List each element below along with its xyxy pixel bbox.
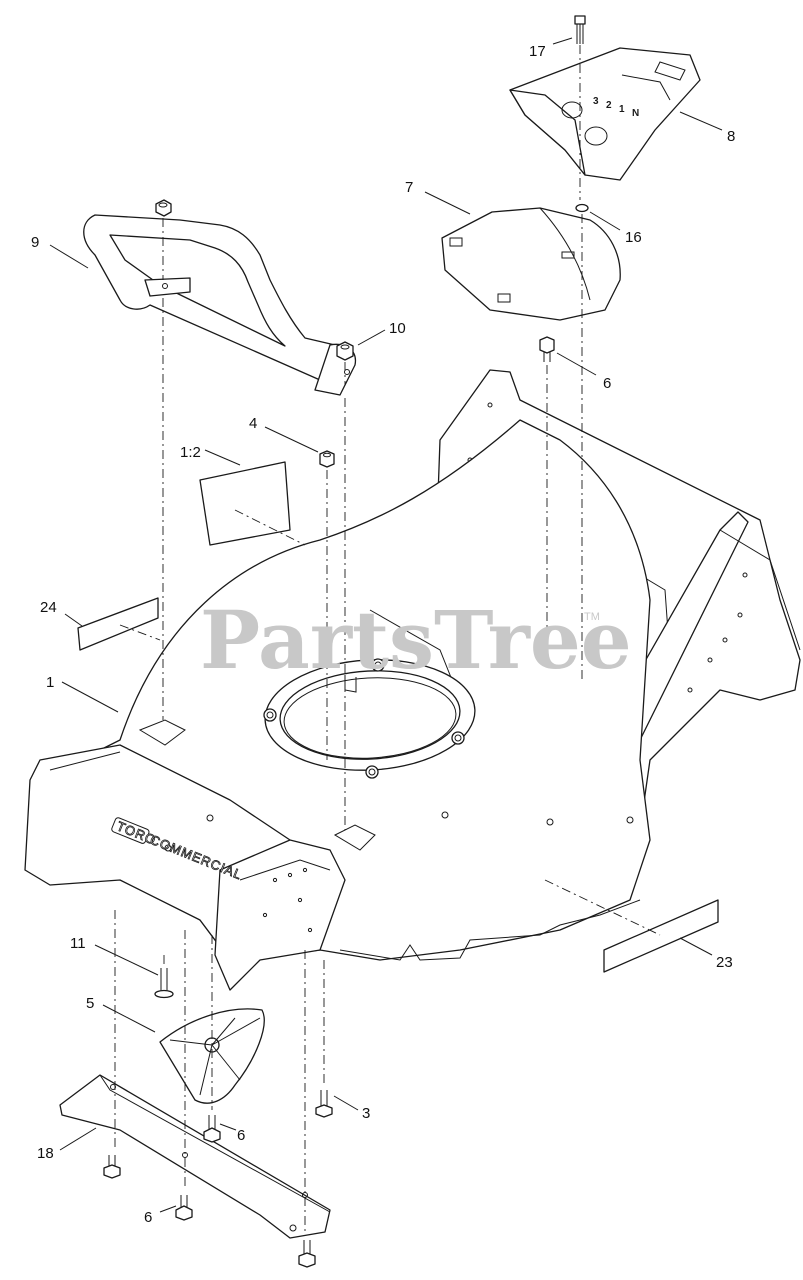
gear-mark-3: 3 xyxy=(593,96,599,107)
bolt-6-mid-icon xyxy=(203,1115,221,1143)
gear-markings: 3 2 1 N xyxy=(593,96,639,119)
callout-6-bottom: 6 xyxy=(144,1209,152,1226)
callout-6-mid: 6 xyxy=(237,1127,245,1144)
callout-5: 5 xyxy=(86,995,94,1012)
bolt-6-bottom-icon xyxy=(175,1195,193,1221)
callout-17: 17 xyxy=(529,43,546,60)
bolt-17-icon xyxy=(574,15,586,44)
handle-bar xyxy=(83,214,357,396)
callout-6-top: 6 xyxy=(603,375,611,392)
watermark-text: PartsTree xyxy=(200,593,632,687)
watermark-trademark: TM xyxy=(584,611,600,623)
callout-24: 24 xyxy=(40,599,57,616)
gear-mark-n: N xyxy=(632,108,639,119)
assembly-center-lines xyxy=(114,45,661,1235)
callout-4: 4 xyxy=(249,415,257,432)
watermark: PartsTree TM xyxy=(200,593,632,687)
shift-cover-8: 3 2 1 N xyxy=(509,47,701,181)
nut-4-icon xyxy=(319,450,335,468)
washer-16-icon xyxy=(575,203,589,213)
decal-24 xyxy=(77,597,159,651)
bolt-left-icon xyxy=(103,1155,121,1179)
gear-mark-2: 2 xyxy=(606,100,612,111)
fasteners xyxy=(103,15,589,1268)
bolt-6-top-icon xyxy=(539,336,555,362)
nut-9-icon xyxy=(155,199,172,217)
callout-9: 9 xyxy=(31,234,39,251)
rear-cover-7 xyxy=(441,207,621,321)
callouts: 17 8 7 16 9 10 6 4 1:2 24 1 11 5 3 6 18 xyxy=(31,37,735,1226)
callout-16: 16 xyxy=(625,229,642,246)
bolt-bottom-right-icon xyxy=(298,1240,316,1268)
callout-11: 11 xyxy=(70,935,86,952)
callout-23: 23 xyxy=(716,954,733,971)
callout-8: 8 xyxy=(727,128,735,145)
callout-3: 3 xyxy=(362,1105,370,1122)
decal-1-2 xyxy=(199,461,291,546)
callout-10: 10 xyxy=(389,320,406,337)
bolt-11-icon xyxy=(154,968,174,999)
mower-deck xyxy=(24,369,801,991)
callout-1-2: 1:2 xyxy=(180,444,201,461)
decal-23 xyxy=(603,899,719,973)
callout-18: 18 xyxy=(37,1145,54,1162)
nut-10-icon xyxy=(336,341,354,361)
bolt-3-icon xyxy=(315,1090,333,1118)
gear-mark-1: 1 xyxy=(619,104,625,115)
skid-plate-18 xyxy=(59,1074,331,1239)
callout-1: 1 xyxy=(46,674,54,691)
callout-7: 7 xyxy=(405,179,413,196)
